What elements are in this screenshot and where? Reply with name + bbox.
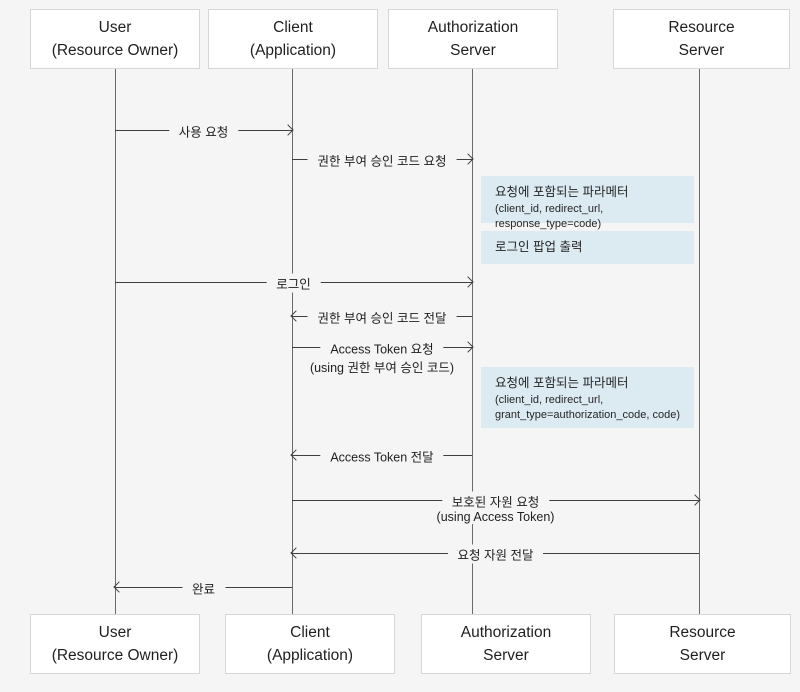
actor-label-line2: (Resource Owner) — [51, 647, 179, 664]
message-protected-resource-request: 보호된 자원 요청 (using Access Token) — [292, 491, 701, 524]
note-title: 요청에 포함되는 파라메터 — [495, 185, 629, 199]
actor-bottom-authorization-server: Authorization Server — [421, 614, 591, 674]
actor-label-line1: Resource — [668, 19, 735, 36]
message-sublabel: (using Access Token) — [430, 510, 561, 524]
note-request-params-2: 요청에 포함되는 파라메터 (client_id, redirect_url, … — [481, 367, 694, 428]
actor-bottom-resource-server: Resource Server — [614, 614, 791, 674]
message-sublabel: (using 권한 부여 승인 코드) — [303, 357, 461, 376]
note-login-popup: 로그인 팝업 출력 — [481, 231, 694, 264]
message-label: 권한 부여 승인 코드 요청 — [307, 150, 457, 170]
message-label: Access Token 전달 — [320, 446, 444, 466]
message-use-request: 사용 요청 — [115, 121, 294, 141]
note-title: 요청에 포함되는 파라메터 — [495, 376, 629, 390]
actor-label-line2: (Resource Owner) — [51, 42, 179, 59]
lifeline-user — [115, 69, 116, 614]
lifeline-authorization-server — [472, 69, 473, 614]
actor-top-client: Client (Application) — [208, 9, 378, 69]
lifeline-resource-server — [699, 69, 700, 614]
message-label: 로그인 — [266, 273, 321, 293]
message-label: 사용 요청 — [168, 121, 239, 141]
actor-top-resource-server: Resource Server — [613, 9, 790, 69]
message-resource-delivery: 요청 자원 전달 — [290, 544, 699, 564]
message-label: 요청 자원 전달 — [447, 544, 544, 564]
note-request-params-1: 요청에 포함되는 파라메터 (client_id, redirect_url, … — [481, 176, 694, 230]
note-detail: (client_id, redirect_url, — [495, 394, 604, 406]
actor-label-line2: Server — [450, 42, 496, 59]
actor-label-line1: Client — [273, 19, 313, 36]
message-login: 로그인 — [115, 273, 474, 293]
note-title: 로그인 팝업 출력 — [495, 240, 583, 254]
actor-bottom-client: Client (Application) — [225, 614, 395, 674]
message-label: Access Token 요청 — [320, 338, 444, 358]
message-access-token-delivery: Access Token 전달 — [290, 446, 472, 466]
actor-label-line2: Server — [679, 647, 726, 664]
actor-label-line1: Authorization — [427, 19, 519, 36]
message-auth-code-request: 권한 부여 승인 코드 요청 — [292, 150, 474, 170]
actor-label-line2: Server — [678, 42, 725, 59]
note-detail: (client_id, redirect_url, response_type=… — [495, 203, 604, 230]
message-label: 보호된 자원 요청 — [441, 491, 550, 511]
message-label: 권한 부여 승인 코드 전달 — [307, 307, 457, 327]
actor-bottom-user: User (Resource Owner) — [30, 614, 200, 674]
actor-label-line1: Authorization — [460, 624, 552, 641]
actor-top-authorization-server: Authorization Server — [388, 9, 558, 69]
actor-label-line1: User — [98, 624, 132, 641]
note-detail: grant_type=authorization_code, code) — [495, 409, 680, 421]
message-complete: 완료 — [113, 578, 292, 598]
actor-label-line2: (Application) — [266, 647, 354, 664]
actor-label-line1: Resource — [669, 624, 736, 641]
actor-label-line1: User — [98, 19, 132, 36]
actor-label-line1: Client — [290, 624, 330, 641]
message-access-token-request: Access Token 요청 (using 권한 부여 승인 코드) — [292, 338, 474, 376]
message-auth-code-delivery: 권한 부여 승인 코드 전달 — [290, 307, 472, 327]
actor-label-line2: (Application) — [249, 42, 337, 59]
message-label: 완료 — [181, 578, 226, 598]
lifeline-client — [292, 69, 293, 614]
actor-top-user: User (Resource Owner) — [30, 9, 200, 69]
actor-label-line2: Server — [483, 647, 529, 664]
